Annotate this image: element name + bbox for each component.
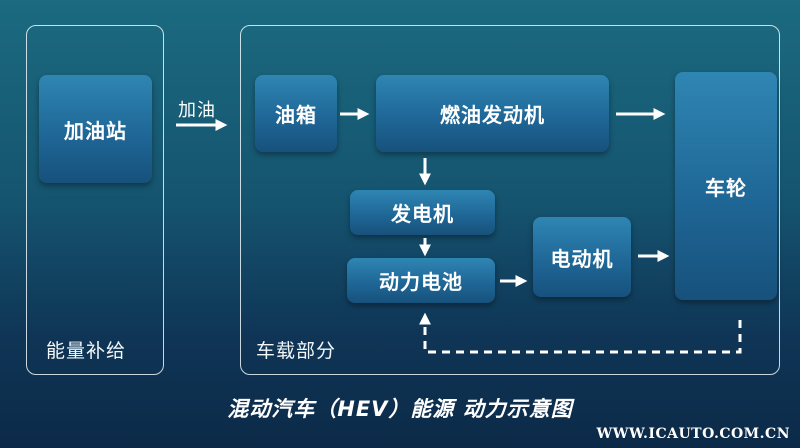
fuel-tank-box: 油箱 [255, 75, 337, 152]
gas-station-box: 加油站 [39, 75, 152, 183]
motor-box: 电动机 [533, 217, 631, 297]
generator-box: 发电机 [350, 190, 495, 235]
energy-supply-panel [26, 25, 164, 375]
refuel-label: 加油 [178, 100, 216, 121]
onboard-panel [240, 25, 780, 375]
energy-supply-label: 能量补给 [46, 340, 127, 362]
regen-dashed-arrow [419, 312, 742, 354]
engine-box: 燃油发动机 [376, 75, 609, 152]
onboard-label: 车载部分 [256, 340, 337, 362]
battery-box: 动力电池 [347, 258, 495, 303]
wheels-box: 车轮 [675, 72, 777, 300]
diagram-title: 混动汽车（HEV）能源 动力示意图 [227, 397, 573, 421]
watermark: WWW.ICAUTO.COM.CN [596, 426, 790, 442]
